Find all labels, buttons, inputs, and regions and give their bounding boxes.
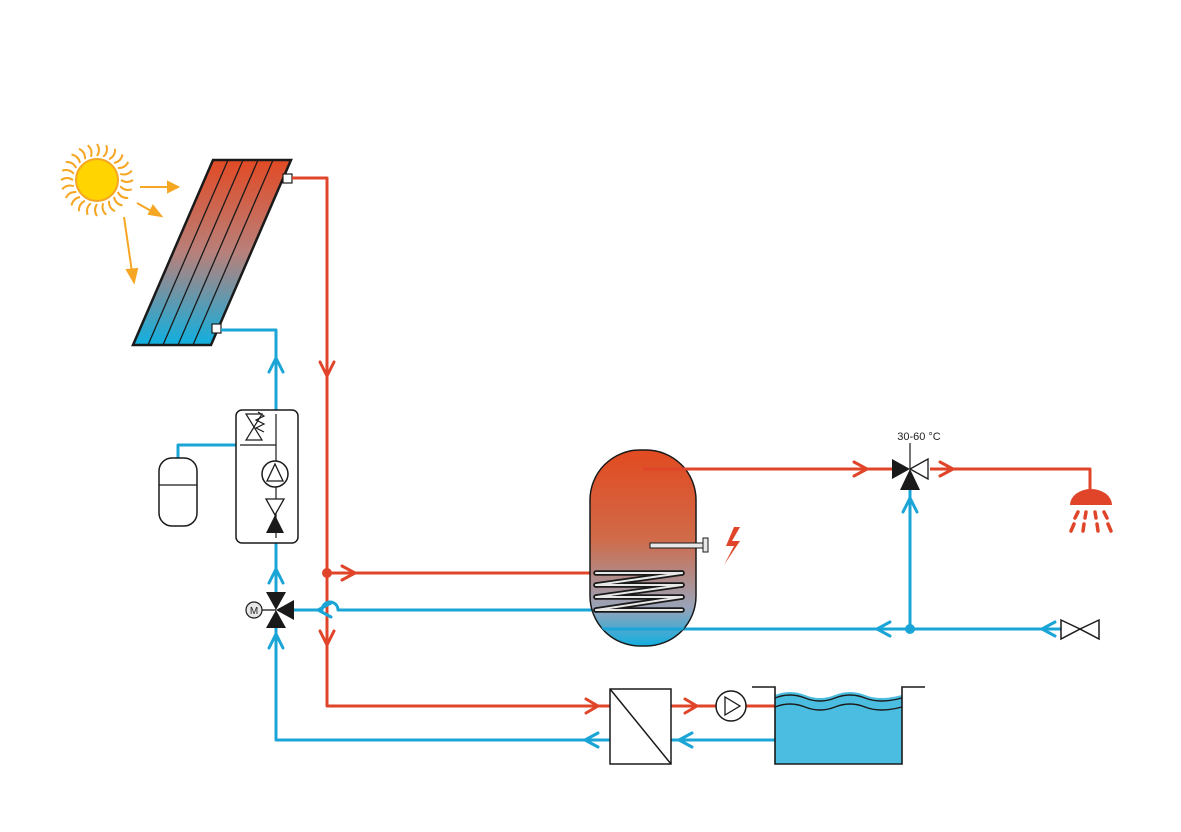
valve-motor-label: M	[250, 606, 258, 617]
swimming-pool	[752, 686, 925, 765]
sun-ray	[113, 196, 123, 207]
sun-ray	[102, 144, 108, 158]
sun-ray	[60, 177, 74, 181]
sun-ray	[119, 170, 133, 176]
sun-ray	[86, 202, 92, 216]
thermostatic-mixing-valve: 30-60 °C	[892, 431, 941, 490]
valve-motor-icon	[245, 601, 263, 619]
sun-ray	[87, 144, 93, 158]
hot-water-storage-tank	[589, 449, 740, 647]
sun-icon	[60, 143, 134, 217]
sun-ray	[77, 199, 86, 212]
check-valve-icon	[264, 498, 286, 533]
electricity-bolt-icon	[724, 527, 740, 565]
solar-pump-station	[235, 409, 299, 544]
sun-ray	[61, 184, 75, 190]
sun-ray	[101, 202, 107, 216]
sun-ray	[64, 190, 77, 199]
electric-heater-element	[649, 537, 709, 553]
shutoff-valve-icon	[1060, 618, 1100, 641]
sun-ray	[70, 196, 81, 206]
sun-ray	[120, 179, 134, 183]
sun-radiation-arrows	[123, 180, 181, 285]
sun-ray	[108, 148, 117, 161]
cold-flow-arrows	[267, 356, 1057, 749]
solar-collector-panel	[131, 158, 293, 347]
sun-ray	[94, 203, 98, 217]
shower-head-icon	[1069, 489, 1113, 533]
sun-ray	[78, 147, 87, 160]
sun-ray	[61, 169, 75, 175]
cold-tee-junction	[905, 624, 915, 634]
safety-valve-icon	[244, 411, 266, 441]
sun-ray	[107, 200, 116, 213]
circulation-pump-icon	[261, 460, 289, 488]
sun-ray	[117, 161, 130, 170]
expansion-vessel	[158, 457, 198, 527]
collector-outlet-port	[282, 173, 293, 184]
sun-ray	[113, 154, 124, 164]
sun-ray	[65, 160, 78, 169]
sun-ray	[71, 153, 81, 164]
sun-ray	[116, 191, 129, 200]
motorized-three-way-valve: M	[245, 592, 294, 628]
sun-ray	[119, 185, 133, 191]
pool-pump-icon	[715, 690, 747, 722]
sun-ray	[96, 143, 100, 157]
hot-flow-arrows	[318, 360, 955, 715]
mixing-temperature-label: 30-60 °C	[897, 431, 941, 443]
pool-heat-exchanger	[609, 688, 672, 765]
hot-tee-junction	[322, 568, 332, 578]
hot-pipes	[292, 176, 1092, 708]
collector-inlet-port	[211, 323, 222, 334]
